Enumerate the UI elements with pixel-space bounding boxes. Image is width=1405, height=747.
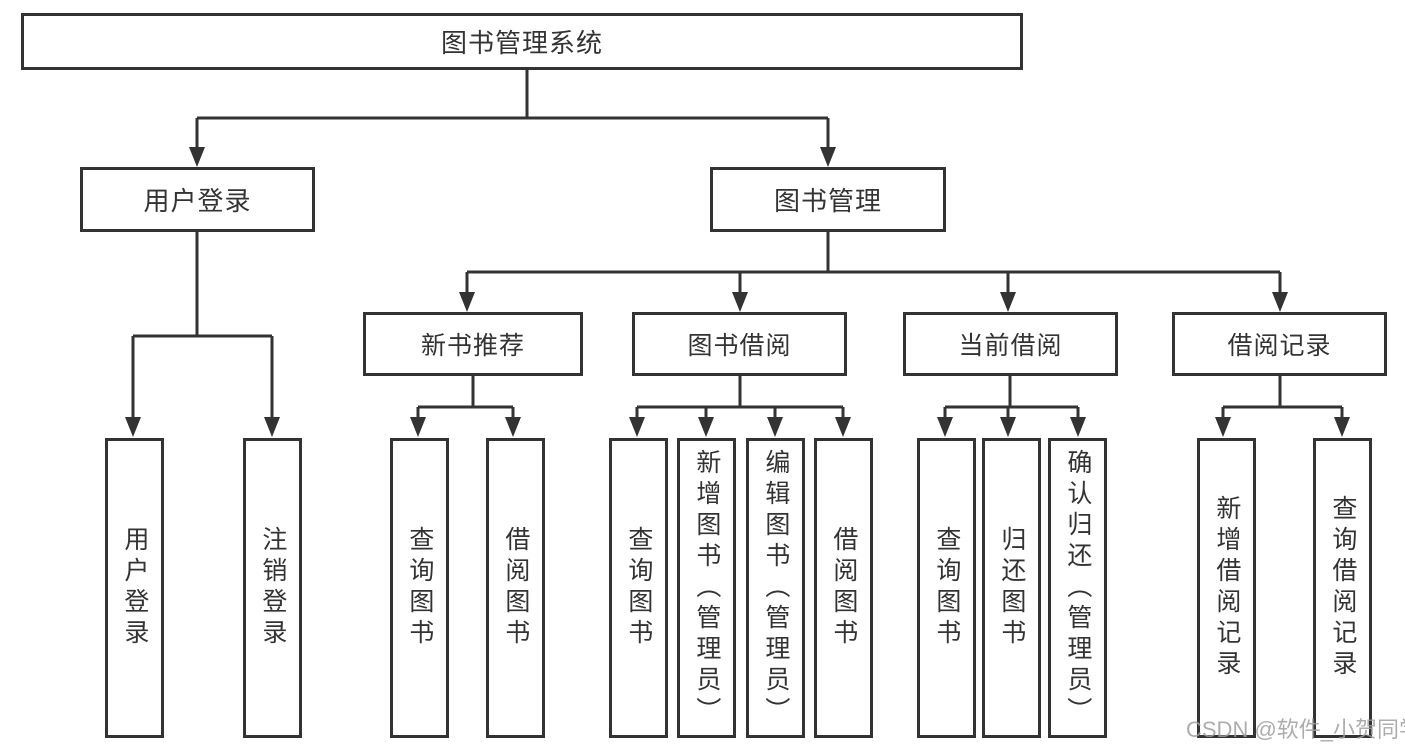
csdn-watermark: CSDN @软件_小贺同学 [1186,717,1405,742]
leaf-borrow-books: 借阅图书 [814,438,873,738]
leaf-confirm-return-admin: 确认归还（管理员） [1048,438,1107,738]
node-root-label: 图书管理系统 [440,28,603,58]
leaf-add-books-admin: 新增图书（管理员） [677,438,736,738]
leaf-borrow-books-recommend: 借阅图书 [486,438,545,738]
node-user-login-label: 用户登录 [143,186,252,216]
node-root-system: 图书管理系统 [21,13,1023,70]
leaf-logout-label: 注销登录 [258,526,287,650]
leaf-borrow-books-recommend-label: 借阅图书 [501,526,530,650]
node-borrow-records: 借阅记录 [1172,312,1387,376]
leaf-user-login: 用户登录 [105,438,164,738]
node-user-login: 用户登录 [80,167,315,232]
node-current-borrow: 当前借阅 [903,312,1118,376]
leaf-query-books-borrow: 查询图书 [609,438,668,738]
node-new-book-recommend-label: 新书推荐 [420,332,525,360]
leaf-edit-books-admin: 编辑图书（管理员） [746,438,805,738]
leaf-edit-books-admin-label: 编辑图书（管理员） [761,448,790,728]
node-book-management: 图书管理 [710,167,946,232]
leaf-query-books-recommend-label: 查询图书 [405,526,434,650]
leaf-query-books-current-label: 查询图书 [932,526,961,650]
leaf-query-books-current: 查询图书 [917,438,976,738]
leaf-query-borrow-record-label: 查询借阅记录 [1328,495,1357,681]
leaf-user-login-label: 用户登录 [120,526,149,650]
leaf-return-books: 归还图书 [982,438,1041,738]
leaf-query-borrow-record: 查询借阅记录 [1313,438,1372,738]
leaf-add-borrow-record: 新增借阅记录 [1197,438,1256,738]
leaf-return-books-label: 归还图书 [997,526,1026,650]
leaf-logout: 注销登录 [243,438,302,738]
leaf-add-books-admin-label: 新增图书（管理员） [692,448,721,728]
node-book-management-label: 图书管理 [773,186,882,216]
leaf-query-books-borrow-label: 查询图书 [624,526,653,650]
node-new-book-recommend: 新书推荐 [363,312,583,376]
leaf-add-borrow-record-label: 新增借阅记录 [1212,495,1241,681]
node-borrow-records-label: 借阅记录 [1227,332,1332,360]
node-book-borrow-label: 图书借阅 [687,332,792,360]
leaf-borrow-books-label: 借阅图书 [829,526,858,650]
node-current-borrow-label: 当前借阅 [958,332,1063,360]
leaf-query-books-recommend: 查询图书 [390,438,449,738]
leaf-confirm-return-admin-label: 确认归还（管理员） [1063,448,1092,728]
node-book-borrow: 图书借阅 [632,312,847,376]
